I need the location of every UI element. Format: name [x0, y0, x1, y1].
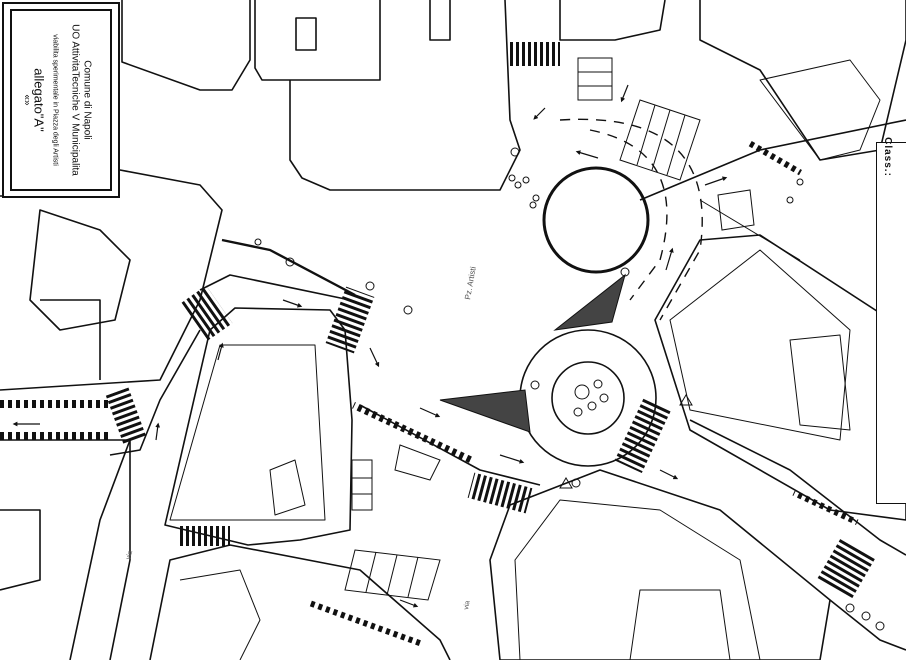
curb-markings [0, 139, 859, 647]
pedestrian-crossings [105, 42, 876, 600]
piazza-label: Pz. Artisti [463, 266, 478, 301]
attachment-quote-marks: «» [21, 94, 33, 106]
traffic-island-right [553, 273, 626, 331]
fountain-circle [542, 166, 650, 274]
attachment-label: allegato"A" [31, 68, 47, 132]
class-label: Class.: [882, 137, 893, 177]
municipality-name: Comune di Napoli [81, 60, 93, 140]
department-name: UO AttivitaTecniche V Municipalita [69, 24, 81, 176]
project-description: viabilita sperimentale in Piazza degli A… [51, 34, 59, 166]
street-label-bottom: via [463, 600, 471, 610]
title-block-frame: Comune di Napoli UO AttivitaTecniche V M… [10, 9, 112, 191]
street-label-left: via [125, 550, 134, 561]
traffic-island-left [439, 389, 531, 433]
class-block: Class.: [876, 137, 906, 504]
title-block: Comune di Napoli UO AttivitaTecniche V M… [2, 2, 120, 198]
